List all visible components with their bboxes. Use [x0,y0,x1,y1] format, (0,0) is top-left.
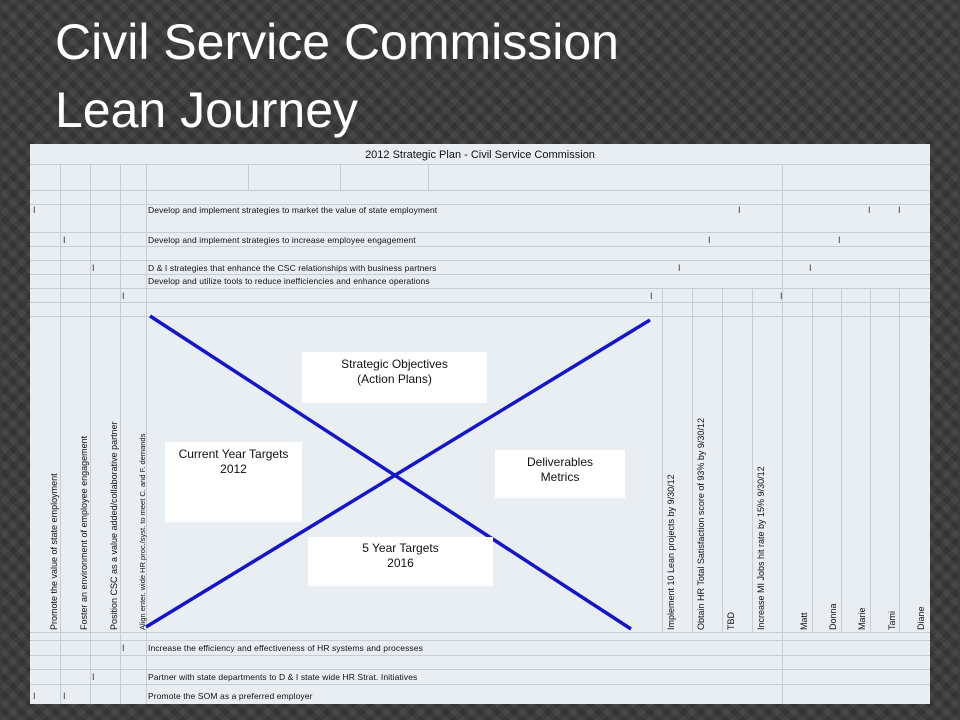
correlation-mark: I [122,291,125,301]
grid-row-line [30,232,930,233]
correlation-mark: I [898,205,901,215]
five-year-targets-line-2: 2016 [387,556,414,570]
correlation-mark: I [92,263,95,273]
grid-row-line [30,632,930,633]
grid-row-line [30,164,930,165]
correlation-mark: I [838,235,841,245]
grid-row-line [30,190,930,191]
top-row-1: Develop and implement strategies to mark… [148,205,438,215]
bottom-row-1: Increase the efficiency and effectivenes… [148,643,423,653]
deliverables-metrics-line-2: Metrics [540,470,580,484]
grid-row-line [30,655,930,656]
x-line-descending [149,314,632,631]
strategic-objectives-line-1: Strategic Objectives [341,357,448,371]
grid-row-line [30,288,930,289]
x-line-ascending [145,318,651,629]
grid-column-line [120,164,121,704]
slide-title-line-1: Civil Service Commission [55,14,619,70]
sheet-grid: I I I I I I I I I I I I I I I I I [30,144,930,704]
grid-column-line [812,288,813,632]
grid-row-line [30,316,930,317]
grid-row-line [30,684,930,685]
grid-column-line [841,288,842,632]
grid-row-line [30,669,930,670]
grid-column-line [870,288,871,632]
correlation-mark: I [738,205,741,215]
grid-column-line [662,288,663,632]
correlation-mark: I [33,691,36,701]
grid-row-line [30,246,930,247]
top-row-4: Develop and utilize tools to reduce inef… [148,276,430,286]
slide-title: Civil Service Commission Lean Journey [55,8,619,144]
grid-column-line [340,164,341,190]
correlation-mark: I [868,205,871,215]
x-matrix-sheet: I I I I I I I I I I I I I I I I I 2012 Strategic Plan - … [30,144,930,704]
grid-column-line [692,288,693,632]
correlation-mark: I [122,643,125,653]
grid-column-line [722,288,723,632]
grid-row-line [30,260,930,261]
grid-column-line [146,164,147,704]
grid-row-line [30,204,930,205]
strategic-objectives-line-2: (Action Plans) [357,372,432,386]
strategic-objectives-box: Strategic Objectives(Action Plans) [302,352,487,403]
correlation-mark: I [678,263,681,273]
grid-column-line [428,164,429,190]
correlation-mark: I [708,235,711,245]
correlation-mark: I [92,672,95,682]
bottom-row-3: Promote the SOM as a preferred employer [148,691,313,701]
correlation-mark: I [809,263,812,273]
top-row-3: D & I strategies that enhance the CSC re… [148,263,437,273]
correlation-mark: I [33,205,36,215]
grid-column-line [752,288,753,632]
grid-column-line [782,164,783,704]
slide-title-line-2: Lean Journey [55,82,359,138]
grid-row-line [30,640,930,641]
correlation-mark: I [780,291,783,301]
grid-column-line [90,164,91,704]
current-year-targets-line-1: Current Year Targets [178,447,289,461]
deliverables-metrics-line-1: Deliverables [526,455,594,469]
grid-row-line [30,274,930,275]
grid-column-line [248,164,249,190]
correlation-mark: I [63,691,66,701]
grid-row-line [30,302,930,303]
current-year-targets-line-2: 2012 [220,462,247,476]
correlation-mark: I [650,291,653,301]
x-matrix-lines [145,314,651,631]
grid-column-line [60,164,61,704]
bottom-row-2: Partner with state departments to D & I … [148,672,418,682]
five-year-targets-line-1: 5 Year Targets [362,541,439,555]
correlation-mark: I [63,235,66,245]
top-row-2: Develop and implement strategies to incr… [148,235,416,245]
sheet-title: 2012 Strategic Plan - Civil Service Comm… [365,149,595,161]
grid-column-line [899,288,900,632]
